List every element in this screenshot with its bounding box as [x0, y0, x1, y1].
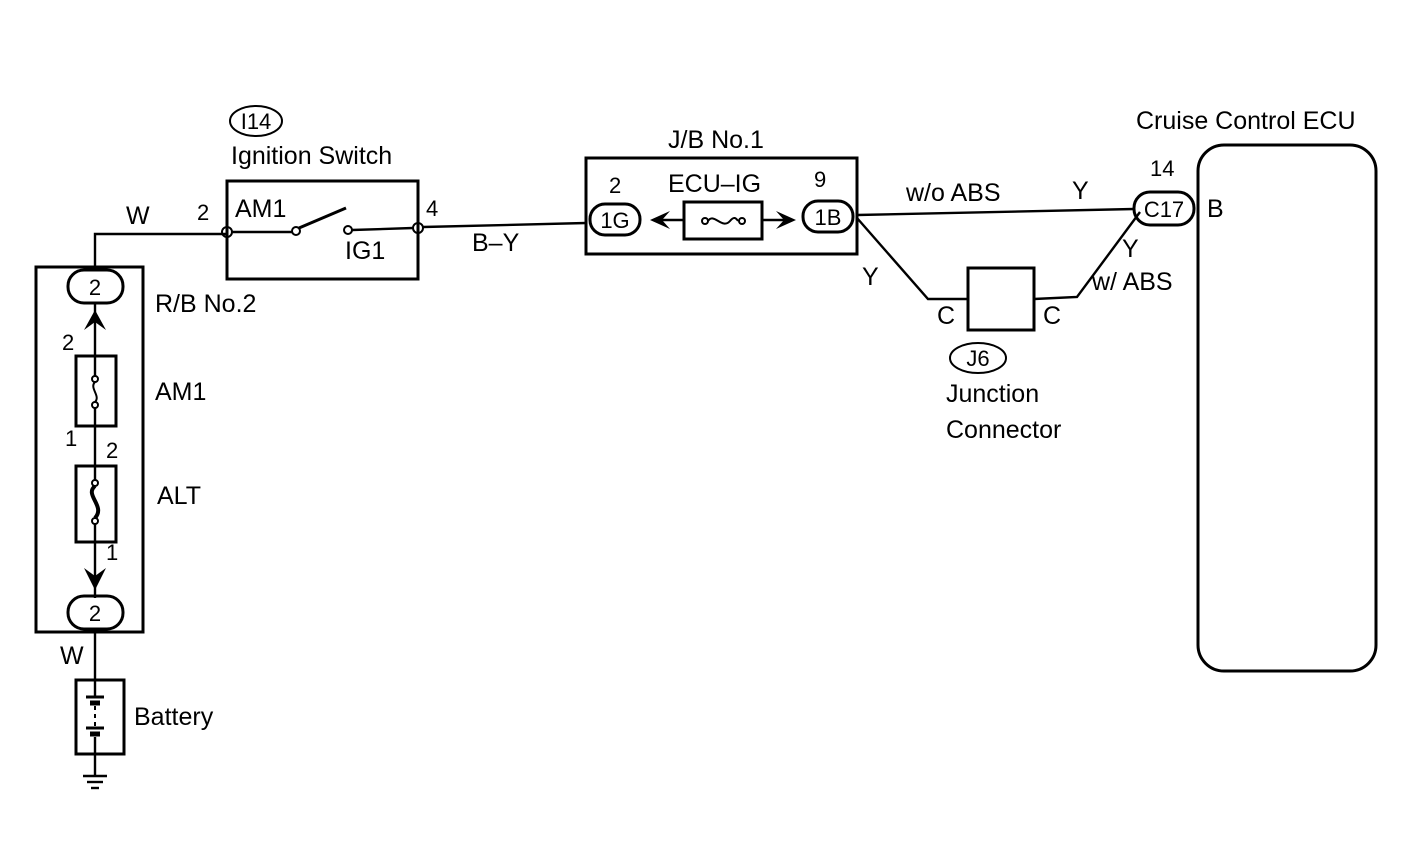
junction-left-pin: C	[937, 302, 955, 330]
wire-rb-to-switch	[93, 232, 226, 270]
jb-fuse-label: ECU–IG	[668, 170, 761, 198]
rb-bottom-connector-label: 2	[89, 601, 101, 626]
alt-fuse-element-icon	[89, 484, 101, 520]
ignition-switch-contact-am1: AM1	[235, 195, 286, 223]
ignition-switch-box	[225, 179, 420, 281]
jb-right-pin: 9	[814, 167, 826, 192]
alt-pin-top: 2	[106, 438, 118, 463]
wire-variant-direct: w/o ABS	[905, 179, 1001, 207]
junction-code: J6	[966, 346, 989, 371]
am1-fuse-element-icon	[92, 381, 98, 403]
wire-label-jb-to-junction: Y	[862, 263, 879, 291]
alt-fuse-contact-top	[91, 479, 99, 487]
wire-variant-junction: w/ ABS	[1091, 268, 1173, 296]
cruise-ecu-box	[1196, 143, 1378, 673]
ignition-switch-code: I14	[241, 109, 272, 134]
wire-switch-to-jb	[422, 221, 587, 229]
cruise-ecu-terminal: B	[1207, 195, 1224, 223]
am1-fuse-contact-bottom	[91, 401, 99, 409]
ignition-switch-contact-ig1: IG1	[345, 237, 385, 265]
wire-label-battery-to-rb: W	[60, 642, 84, 670]
wire-junction-to-ecu	[1033, 211, 1141, 301]
jb-left-arrow-icon	[650, 211, 670, 229]
cruise-ecu-title: Cruise Control ECU	[1136, 107, 1356, 135]
ignition-switch-title: Ignition Switch	[231, 142, 392, 170]
cruise-ecu-connector	[1132, 190, 1196, 227]
junction-right-pin: C	[1043, 302, 1061, 330]
cruise-ecu-pin: 14	[1150, 156, 1174, 181]
am1-pin-bottom: 1	[65, 426, 77, 451]
alt-fuse-label: ALT	[157, 482, 201, 510]
jb-no1-box	[584, 156, 859, 256]
ignition-switch-pivot	[291, 226, 301, 236]
jb-fuse-box	[682, 200, 764, 241]
jb-fuse-contact-left	[701, 217, 709, 225]
jb-left-pin: 2	[609, 173, 621, 198]
battery-icon	[86, 680, 104, 754]
junction-code-oval	[949, 342, 1007, 374]
rb-top-arrow-icon	[84, 310, 106, 330]
battery-box	[74, 678, 126, 756]
jb-left-connector	[588, 202, 642, 237]
ignition-switch-code-oval	[229, 105, 283, 137]
wire-jb-to-ecu-direct	[856, 207, 1135, 217]
junction-connector-box	[966, 266, 1036, 332]
wire-label-junction-to-ecu: Y	[1122, 235, 1139, 263]
ignition-switch-blade-icon	[298, 206, 347, 230]
alt-pin-bottom: 1	[106, 540, 118, 565]
cruise-ecu-connector-label: C17	[1144, 197, 1184, 222]
jb-right-arrow-icon	[776, 211, 796, 229]
ignition-switch-pin-in: 2	[197, 200, 209, 225]
jb-right-connector-label: 1B	[815, 205, 842, 230]
wire-label-jb-to-ecu: Y	[1072, 177, 1089, 205]
wire-label-switch-to-jb: B–Y	[472, 229, 520, 257]
battery-label: Battery	[134, 703, 214, 731]
alt-fuse-contact-bottom	[91, 517, 99, 525]
ground-icon	[83, 754, 107, 790]
rb-top-connector-label: 2	[89, 275, 101, 300]
wire-label-rb-to-switch: W	[126, 202, 150, 230]
jb-left-connector-label: 1G	[600, 208, 629, 233]
am1-fuse-contact-top	[91, 375, 99, 383]
am1-pin-top: 2	[62, 330, 74, 355]
rb-bottom-arrow-icon	[84, 568, 106, 590]
jb-right-connector	[801, 199, 855, 234]
rb-no2-title: R/B No.2	[155, 290, 256, 318]
wire-jb-to-junction	[856, 217, 968, 301]
jb-fuse-contact-right	[738, 217, 746, 225]
jb-fuse-element-icon	[707, 217, 739, 225]
ignition-switch-terminal-out	[412, 222, 424, 234]
ignition-switch-wire-out	[351, 226, 414, 232]
jb-no1-title: J/B No.1	[668, 126, 764, 154]
rb-no2-box	[34, 265, 145, 634]
ignition-switch-contact	[343, 225, 353, 235]
ignition-switch-pin-out: 4	[426, 196, 438, 221]
junction-title-line2: Connector	[946, 416, 1061, 444]
junction-title-line1: Junction	[946, 380, 1039, 408]
am1-fuse-label: AM1	[155, 378, 206, 406]
